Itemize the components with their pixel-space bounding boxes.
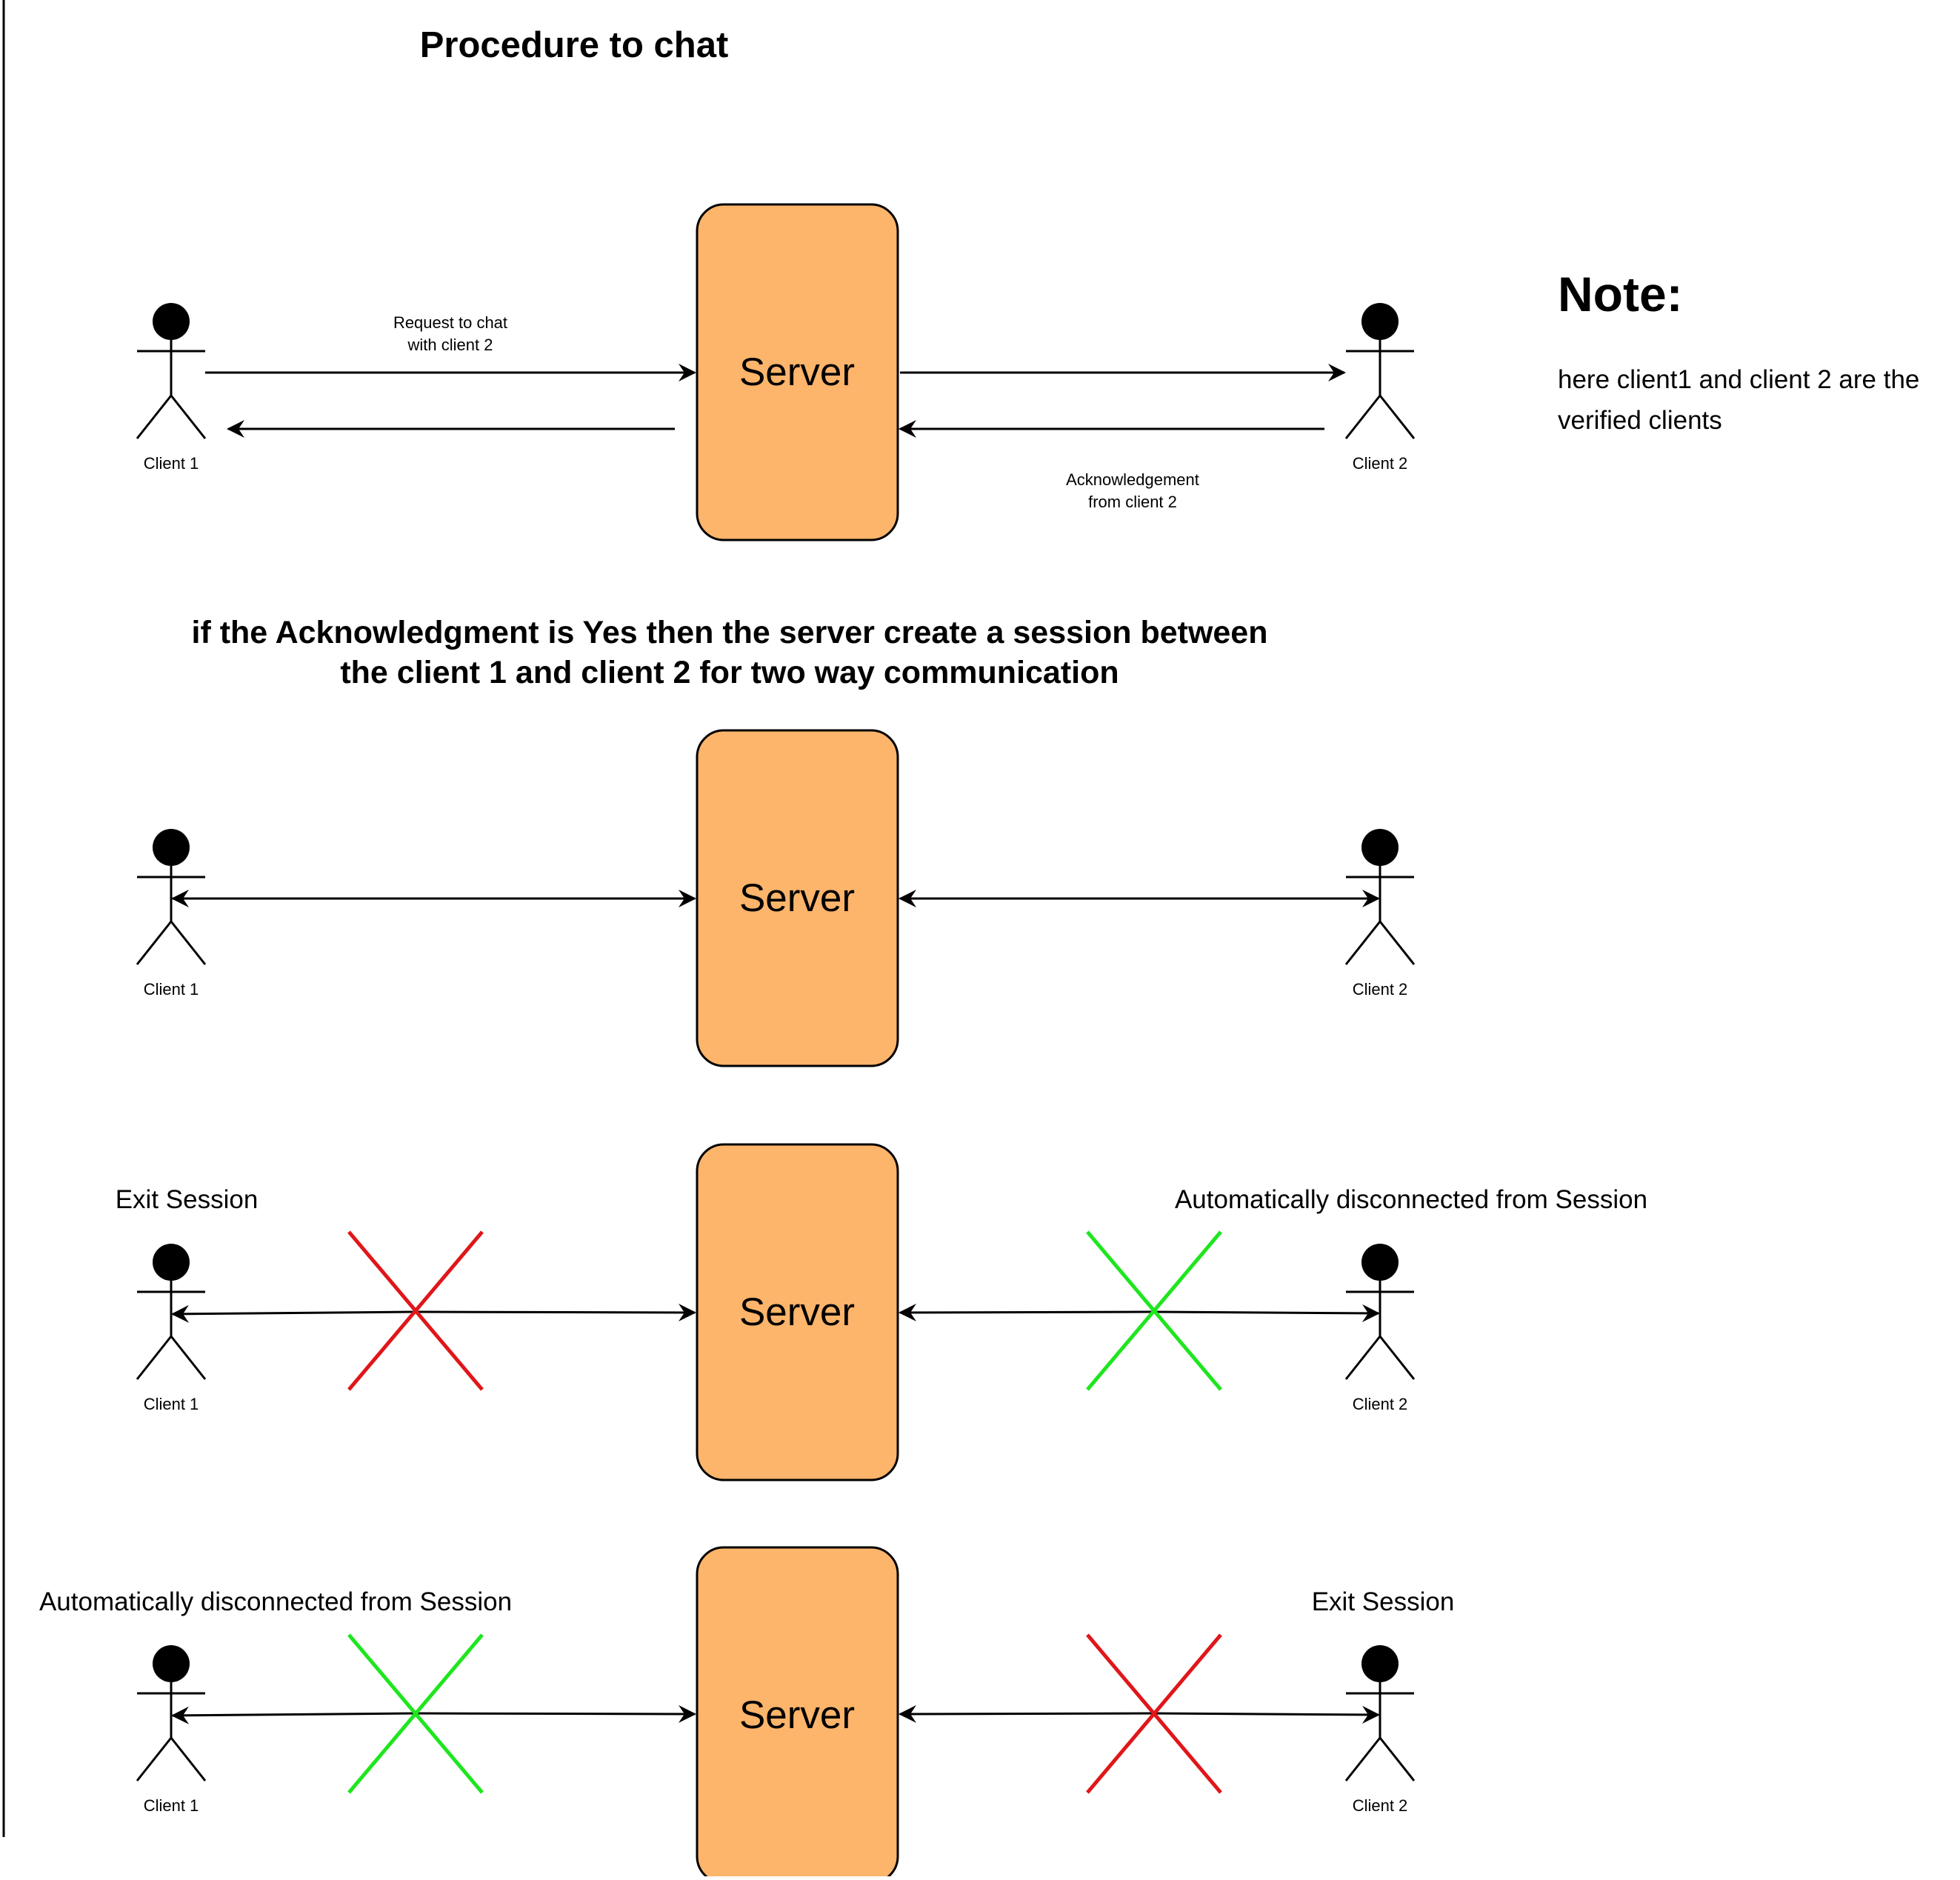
client-1-actor	[136, 829, 207, 965]
request-label-line-2: with client 2	[407, 336, 493, 354]
client-2-actor	[1344, 303, 1416, 439]
server-label: Server	[739, 1290, 855, 1334]
note-line-2: verified clients	[1558, 406, 1722, 435]
exit-session-label: Exit Session	[116, 1185, 259, 1214]
broken-link-left	[171, 1303, 696, 1323]
note-line-1: here client1 and client 2 are the	[1558, 365, 1919, 394]
client-1-actor	[136, 1645, 207, 1781]
server-box	[696, 1546, 899, 1880]
client-1-label: Client 1	[144, 980, 199, 999]
client-2-label: Client 2	[1353, 1395, 1408, 1413]
auto-disconnect-label: Automatically disconnected from Session	[39, 1587, 512, 1616]
client-1-actor	[136, 303, 207, 439]
exit-cross-icon	[347, 1230, 484, 1391]
session-text-line-1: if the Acknowledgment is Yes then the se…	[192, 615, 1268, 650]
server-box	[696, 203, 899, 541]
server-label: Server	[739, 350, 855, 394]
ack-label-line-2: from client 2	[1088, 493, 1177, 511]
scenario-session: Server Client 1 Client 2	[136, 729, 1416, 1067]
client-2-actor	[1344, 1645, 1416, 1781]
auto-disconnect-label: Automatically disconnected from Session	[1175, 1185, 1647, 1214]
server-label: Server	[739, 876, 855, 920]
server-box	[696, 729, 899, 1067]
client-1-label: Client 1	[144, 454, 199, 473]
server-box	[696, 1143, 899, 1481]
client-2-actor	[1344, 829, 1416, 965]
scenario-request: Server Client 1 Client 2 Request to chat…	[136, 203, 1416, 541]
client-2-actor	[1344, 1244, 1416, 1380]
request-label-line-1: Request to chat	[393, 313, 507, 332]
broken-link-right	[899, 1303, 1380, 1322]
client-1-label: Client 1	[144, 1395, 199, 1413]
exit-session-label: Exit Session	[1312, 1587, 1455, 1616]
session-text-line-2: the client 1 and client 2 for two way co…	[340, 655, 1119, 690]
auto-disconnect-cross-icon	[347, 1633, 484, 1794]
scenario-client2-exit: Server Automatically disconnected from S…	[39, 1546, 1455, 1880]
client-1-actor	[136, 1244, 207, 1380]
broken-link-left	[171, 1704, 696, 1724]
exit-cross-icon	[1086, 1633, 1222, 1794]
client-2-label: Client 2	[1353, 1796, 1408, 1815]
page-title: Procedure to chat	[420, 25, 729, 65]
note-title: Note:	[1558, 267, 1683, 321]
client-1-label: Client 1	[144, 1796, 199, 1815]
server-label: Server	[739, 1693, 855, 1737]
auto-disconnect-cross-icon	[1086, 1230, 1222, 1391]
client-2-label: Client 2	[1353, 454, 1408, 473]
broken-link-right	[899, 1704, 1380, 1724]
ack-label-line-1: Acknowledgement	[1066, 470, 1199, 489]
client-2-label: Client 2	[1353, 980, 1408, 999]
scenario-client1-exit: Server Exit Session Automatically discon…	[116, 1143, 1647, 1481]
